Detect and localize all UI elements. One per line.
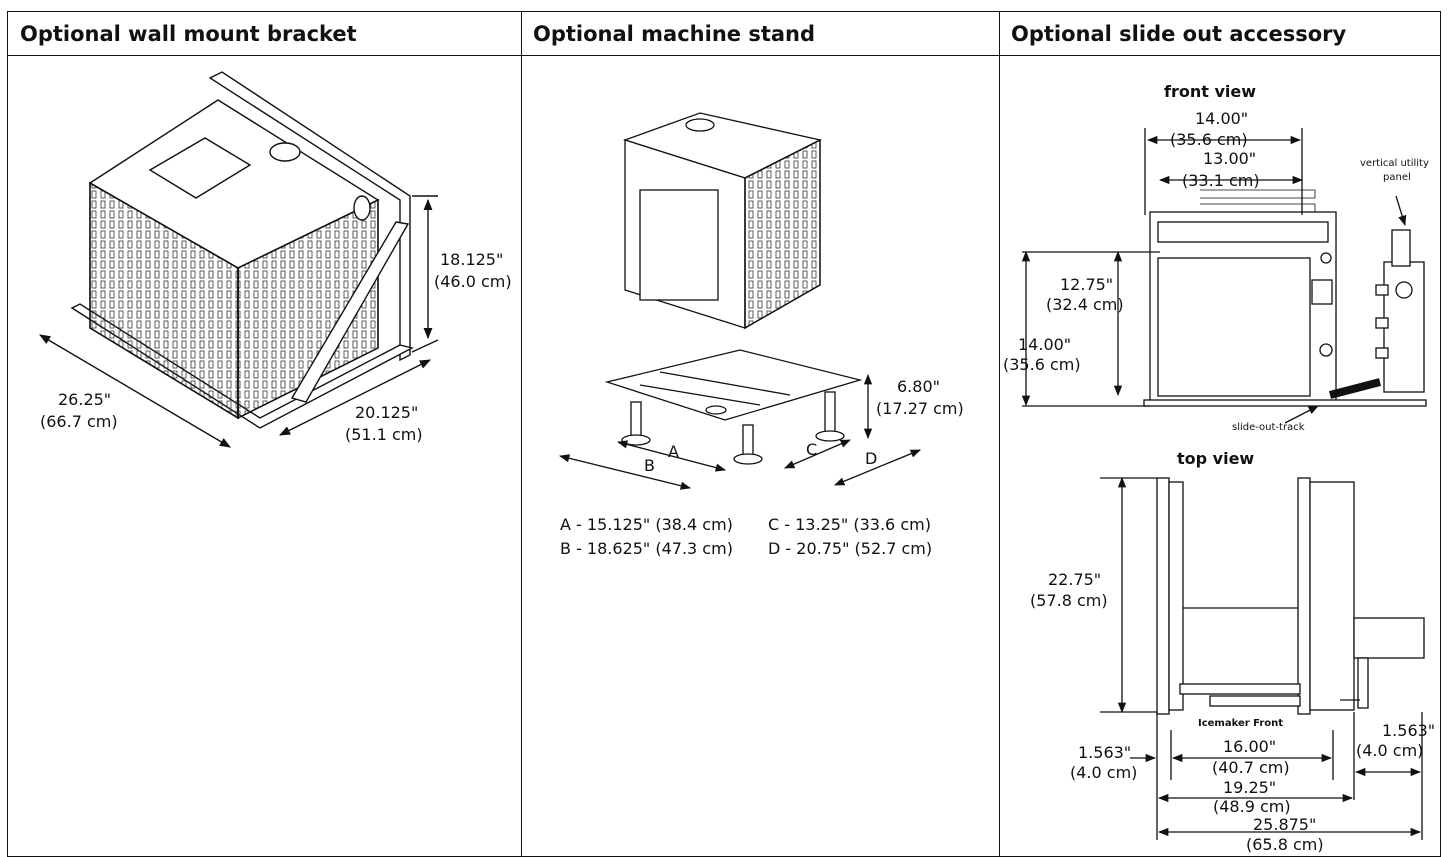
front-h2-in: 14.00"	[1018, 335, 1071, 354]
front-h2-cm: (35.6 cm)	[1003, 355, 1081, 374]
w19-cm: (48.9 cm)	[1213, 797, 1291, 816]
front-h1-cm: (32.4 cm)	[1046, 295, 1124, 314]
wm-height-cm: (46.0 cm)	[434, 272, 512, 291]
slide-out-track-label: slide-out-track	[1232, 422, 1305, 433]
ms-label-d: D	[865, 449, 877, 468]
slide-out-front-dimensions: front view 14.00" (35.6 cm) 13.00" (33.1…	[1003, 82, 1429, 433]
wm-height-in: 18.125"	[440, 250, 503, 269]
header-slide-out: Optional slide out accessory	[999, 12, 1440, 56]
left-gap-cm: (4.0 cm)	[1070, 763, 1137, 782]
slide-out-top-dimensions: top view 22.75" (57.8 cm) Icemaker Front…	[1030, 449, 1435, 854]
top-view-title: top view	[1177, 449, 1254, 468]
front-view-title: front view	[1164, 82, 1256, 101]
w25-in: 25.875"	[1253, 815, 1316, 834]
slide-out-front-drawing	[1021, 128, 1427, 424]
wall-mount-drawing	[39, 71, 439, 448]
accessory-table: Optional wall mount bracket Optional mac…	[7, 11, 1441, 857]
ms-legend-c: C - 13.25" (33.6 cm)	[768, 515, 931, 534]
column-divider	[999, 12, 1000, 856]
ms-label-a: A	[668, 442, 679, 461]
wm-width-cm: (66.7 cm)	[40, 412, 118, 431]
ms-label-b: B	[644, 456, 655, 475]
ms-legend-b: B - 18.625" (47.3 cm)	[560, 539, 733, 558]
column-divider	[521, 12, 522, 856]
wall-mount-dimensions: 18.125" (46.0 cm) 26.25" (66.7 cm) 20.12…	[40, 250, 512, 444]
wm-depth-in: 20.125"	[355, 403, 418, 422]
w19-in: 19.25"	[1223, 778, 1276, 797]
utility-panel-line2: panel	[1383, 172, 1411, 183]
left-gap-in: 1.563"	[1078, 743, 1131, 762]
ms-height-in: 6.80"	[897, 377, 940, 396]
top-h-in: 22.75"	[1048, 570, 1101, 589]
right-gap-in: 1.563"	[1382, 721, 1435, 740]
ms-label-c: C	[806, 440, 817, 459]
w16-in: 16.00"	[1223, 737, 1276, 756]
header-machine-stand: Optional machine stand	[521, 12, 999, 56]
ms-legend-d: D - 20.75" (52.7 cm)	[768, 539, 932, 558]
header-wall-mount: Optional wall mount bracket	[8, 12, 521, 56]
front-h1-in: 12.75"	[1060, 275, 1113, 294]
right-gap-cm: (4.0 cm)	[1356, 741, 1423, 760]
ms-legend-a: A - 15.125" (38.4 cm)	[560, 515, 733, 534]
front-w2-in: 13.00"	[1203, 149, 1256, 168]
utility-panel-line1: vertical utility	[1360, 158, 1429, 169]
machine-stand-dimensions: 6.80" (17.27 cm) A B C D A - 15.125" (38…	[560, 377, 964, 558]
wm-width-in: 26.25"	[58, 390, 111, 409]
machine-stand-drawing	[558, 112, 921, 490]
slide-out-top-drawing	[1100, 476, 1425, 840]
top-h-cm: (57.8 cm)	[1030, 591, 1108, 610]
icemaker-front-label: Icemaker Front	[1198, 718, 1283, 729]
w25-cm: (65.8 cm)	[1246, 835, 1324, 854]
front-w1-cm: (35.6 cm)	[1170, 130, 1248, 149]
front-w1-in: 14.00"	[1195, 109, 1248, 128]
wm-depth-cm: (51.1 cm)	[345, 425, 423, 444]
front-w2-cm: (33.1 cm)	[1182, 171, 1260, 190]
w16-cm: (40.7 cm)	[1212, 758, 1290, 777]
ms-height-cm: (17.27 cm)	[876, 399, 964, 418]
